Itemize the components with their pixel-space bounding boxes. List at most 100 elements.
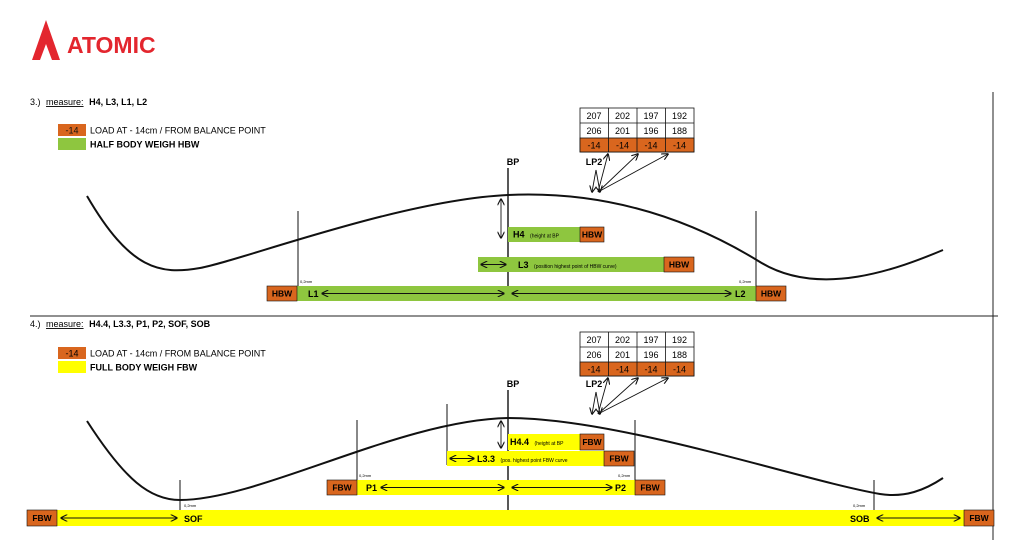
length-table-2: 207 202 197 192 206 201 196 188 -14 -14 … [579,331,695,377]
atomic-logo: ATOMIC [32,20,156,60]
l2-label: L2 [735,289,746,299]
lp2-label-1: LP2 [586,157,603,167]
bp-label-2: BP [507,379,520,389]
p2-label: P2 [615,483,626,493]
fbw-tag [26,509,58,527]
tick-note: 0,2mm [853,503,866,508]
hbw-tag [755,285,787,302]
lp2-label-2: LP2 [586,379,603,389]
l33-label: L3.3 (pos. highest point FBW curve [477,454,568,464]
hbw-tag-text: HBW [272,289,293,299]
legend-2-load-label: LOAD AT - 14cm / FROM BALANCE POINT [90,349,266,359]
h44-label: H4.4 (height at BP [510,437,564,447]
section-1-measure-word: measure: [46,97,84,107]
hbw-tag [579,226,605,243]
lp-pointer-arrows-2 [592,378,668,414]
table-cell: 207 [586,335,601,345]
length-table-1: 207 202 197 192 206 201 196 188 -14 -14 … [579,107,695,153]
legend-1-orange-swatch [58,124,86,136]
legend-2-swatch-text: -14 [65,349,78,359]
tick-note: 0,2mm [739,279,752,284]
fbw-tag [963,509,995,527]
hbw-tag-text: HBW [582,230,603,240]
legend-1-swatch-text: -14 [65,126,78,136]
table-cell: -14 [587,365,600,375]
table-cell: -14 [644,141,657,151]
table-cell: 207 [586,111,601,121]
legend-1-green-swatch [58,138,86,150]
l33-label-main: L3.3 [477,454,495,464]
section-1-heading: 3.) measure: H4, L3, L1, L2 [30,97,147,107]
fbw-tag-text: FBW [32,513,52,523]
section-2-measure-word: measure: [46,319,84,329]
tick-note: 0,2mm [359,473,372,478]
tick-note: 0,2mm [184,503,197,508]
legend-2-orange-swatch [58,347,86,359]
table-cell: 196 [643,126,658,136]
sof-label: SOF [184,514,203,524]
table-cell: 206 [586,126,601,136]
fbw-tag-text: FBW [969,513,989,523]
table-cell: -14 [587,141,600,151]
l3-label: L3 (position highest point of HBW curve) [518,260,617,270]
table-cell: -14 [673,365,686,375]
section-2-number: 4.) [30,319,41,329]
hbw-tag-text: HBW [669,260,690,270]
table-cell: 188 [672,350,687,360]
hbw-tag [266,285,298,302]
fbw-tag [603,450,635,467]
table-cell: -14 [616,141,629,151]
l3-label-note: (position highest point of HBW curve) [534,264,617,270]
h44-yellow-bar [508,434,580,450]
table-cell: 192 [672,111,687,121]
table-cell: 192 [672,335,687,345]
table-cell: 196 [643,350,658,360]
l33-label-note: (pos. highest point FBW curve [501,458,568,464]
table-cell: 188 [672,126,687,136]
table-cell: 201 [615,350,630,360]
fbw-tag-text: FBW [582,437,602,447]
table-cell: -14 [616,365,629,375]
sob-label: SOB [850,514,870,524]
l1-label: L1 [308,289,319,299]
section-1-number: 3.) [30,97,41,107]
fbw-tag [579,433,605,451]
sof-sob-yellow-bar [57,510,964,526]
table-cell: 197 [643,335,658,345]
fbw-tag [326,479,358,496]
table-cell: 206 [586,350,601,360]
hbw-tag [663,256,695,273]
legend-2-yellow-swatch [58,361,86,373]
l3-green-bar [478,257,664,272]
section-2: 4.) measure: H4.4, L3.3, P1, P2, SOF, SO… [26,319,995,527]
section-2-heading: 4.) measure: H4.4, L3.3, P1, P2, SOF, SO… [30,319,211,329]
fbw-tag [634,479,666,496]
h4-label: H4 (height at BP [513,230,560,240]
table-cell: 202 [615,111,630,121]
table-cell: 201 [615,126,630,136]
p1-label: P1 [366,483,377,493]
table-cell: 197 [643,111,658,121]
table-cell: 202 [615,335,630,345]
fbw-tag-text: FBW [609,454,629,464]
legend-1-load-label: LOAD AT - 14cm / FROM BALANCE POINT [90,126,266,136]
l33-yellow-bar [447,451,604,466]
legend-1-hbw-label: HALF BODY WEIGH HBW [90,140,200,150]
atomic-logo-text: ATOMIC [67,32,156,58]
legend-2-fbw-label: FULL BODY WEIGH FBW [90,363,198,373]
tick-note: 0,2mm [300,279,313,284]
table-cell: -14 [644,365,657,375]
h44-label-main: H4.4 [510,437,529,447]
h4-green-bar [508,227,580,242]
lp-pointer-arrows-1 [592,154,668,192]
table-cell: -14 [673,141,686,151]
h4-label-main: H4 [513,230,525,240]
section-1-measure-items: H4, L3, L1, L2 [89,97,147,107]
tick-note: 0,2mm [618,473,631,478]
h44-label-note: (height at BP [535,441,565,447]
section-2-measure-items: H4.4, L3.3, P1, P2, SOF, SOB [89,319,211,329]
section-1: 3.) measure: H4, L3, L1, L2 -14 LOAD AT … [30,97,944,302]
l3-label-main: L3 [518,260,529,270]
fbw-tag-text: FBW [640,483,660,493]
